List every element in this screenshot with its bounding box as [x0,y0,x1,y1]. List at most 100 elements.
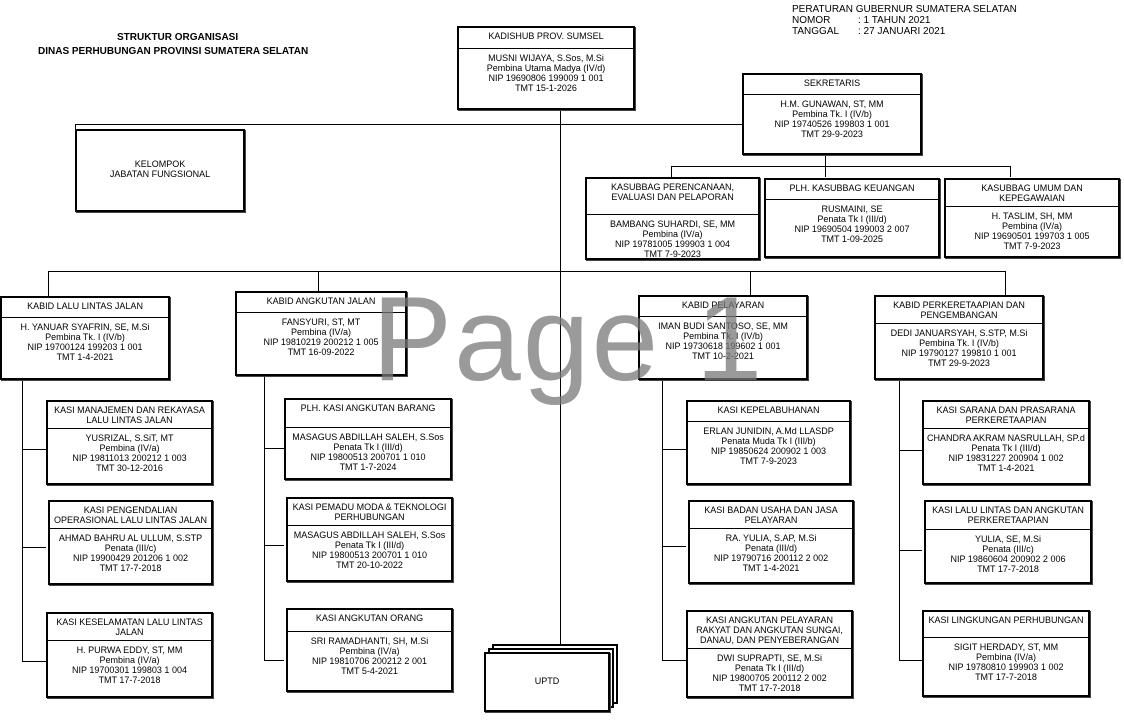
unit-title: KASI BADAN USAHA DAN JASA PELAYARAN [690,502,852,529]
official-nip: NIP 19781005 199903 1 004 [615,239,730,249]
official-rank: Pembina Tk. I (IV/b) [45,332,125,342]
official-nip: NIP 19811013 200212 1 003 [72,453,187,463]
connector [899,380,900,661]
unit-title: KASI ANGKUTAN ORANG [288,610,451,632]
official-nip: NIP 19900429 201206 1 002 [73,553,188,563]
official-rank: Pembina (IV/a) [339,646,400,656]
official-tmt: TMT 1-7-2024 [339,462,397,472]
unit-title: PLH. KASUBBAG KEUANGAN [766,180,938,200]
unit-title: KASUBBAG PERENCANAAN, EVALUASI DAN PELAP… [587,179,758,215]
unit-title: KASI PEMADU MODA & TEKNOLOGI PERHUBUNGAN [288,499,451,526]
official-rank: Penata Tk I (III/d) [971,443,1041,453]
official-rank: Pembina (IV/a) [642,229,703,239]
official-rank: Penata Muda Tk I (III/b) [721,436,816,446]
official-rank: Pembina (IV/a) [99,443,160,453]
org-unit-kasi-pollaj: KASI PENGENDALIAN OPERASIONAL LALU LINTA… [48,500,213,585]
official-nip: NIP 19700124 199203 1 001 [27,342,143,352]
official-rank: Pembina Tk. I (IV/b) [683,331,763,341]
unit-title: KASI KEPELABUHANAN [688,402,849,422]
official-tmt: TMT 1-4-2021 [977,463,1035,473]
nomor-value: : 1 TAHUN 2021 [858,15,931,26]
connector [662,380,663,661]
official-tmt: TMT 17-7-2018 [738,683,801,693]
tanggal-label: TANGGAL [792,26,840,37]
connector [899,450,922,451]
official-rank: Penata (III/c) [104,543,157,553]
official-rank: Pembina Tk. I (IV/b) [919,338,999,348]
official-tmt: TMT 17-7-2018 [977,564,1039,574]
unit-title: SEKRETARIS [744,75,920,95]
official-rank: Pembina (IV/a) [975,652,1037,662]
connector [22,547,46,548]
official-nip: NIP 19730618 199602 1 001 [665,341,781,351]
official-tmt: TMT 7-9-2023 [644,249,701,259]
official-nip: NIP 19800705 200112 2 002 [712,673,827,683]
connector [671,166,1011,167]
official-tmt: TMT 20-10-2022 [336,560,403,570]
connector [22,661,46,662]
official-rank: Penata Tk I (III/d) [333,442,403,452]
official-name: H. YANUAR SYAFRIN, SE, M.Si [20,322,150,332]
official-rank: Pembina (IV/a) [1001,221,1063,231]
unit-title: KASI LALU LINTAS DAN ANGKUTAN PERKERETAA… [926,502,1090,530]
official-name: MUSNI WIJAYA, S.Sos, M.Si [488,53,604,63]
official-nip: NIP 19790716 200112 2 002 [713,553,829,563]
connector [899,550,922,551]
official-nip: NIP 19850624 200902 1 003 [711,446,826,456]
official-nip: NIP 19780810 199903 1 002 [948,662,1064,672]
official-tmt: TMT 1-09-2025 [821,234,883,244]
official-rank: Pembina Utama Madya (IV/d) [486,63,606,73]
official-name: BAMBANG SUHARDI, SE, MM [609,219,735,229]
official-name: H. TASLIM, SH, MM [991,211,1073,221]
official-rank: Penata Tk I (III/d) [334,540,405,550]
unit-title: KABID ANGKUTAN JALAN [237,293,405,313]
official-name: H.M. GUNAWAN, ST, MM [780,99,884,109]
official-rank: Pembina (IV/a) [99,655,160,665]
official-nip: NIP 19740526 199803 1 001 [774,119,890,129]
official-tmt: TMT 1-4-2021 [742,563,800,573]
connector [750,271,751,295]
connector [48,271,1005,272]
official-nip: NIP 19700301 199803 1 004 [72,665,187,675]
connector [264,660,284,661]
org-unit-kasi-mrllaj: KASI MANAJEMEN DAN REKAYASA LALU LINTAS … [46,400,213,485]
connector [22,449,46,450]
official-tmt: TMT 15-1-2026 [515,83,577,93]
unit-title: KASI MANAJEMEN DAN REKAYASA LALU LINTAS … [48,402,211,429]
official-name: YULIA, SE, M.Si [974,534,1042,544]
nomor-label: NOMOR [792,15,831,26]
official-rank: Penata Tk I (III/d) [734,663,805,673]
unit-title: KASI LINGKUNGAN PERHUBUNGAN [924,612,1088,638]
connector [1005,271,1006,295]
chart-title: STRUKTUR ORGANISASI [117,32,239,43]
tanggal-value: : 27 JANUARI 2021 [858,26,946,37]
official-tmt: TMT 29-9-2023 [801,129,863,139]
official-name: FANSYURI, ST, MT [281,317,361,327]
official-nip: NIP 19690806 199009 1 001 [488,73,604,83]
unit-title: PLH. KASI ANGKUTAN BARANG [286,400,450,428]
unit-title: KABID PERKERETAAPIAN DAN PENGEMBANGAN [876,297,1042,324]
official-tmt: TMT 7-9-2023 [1003,241,1061,251]
official-tmt: TMT 7-9-2023 [740,456,797,466]
